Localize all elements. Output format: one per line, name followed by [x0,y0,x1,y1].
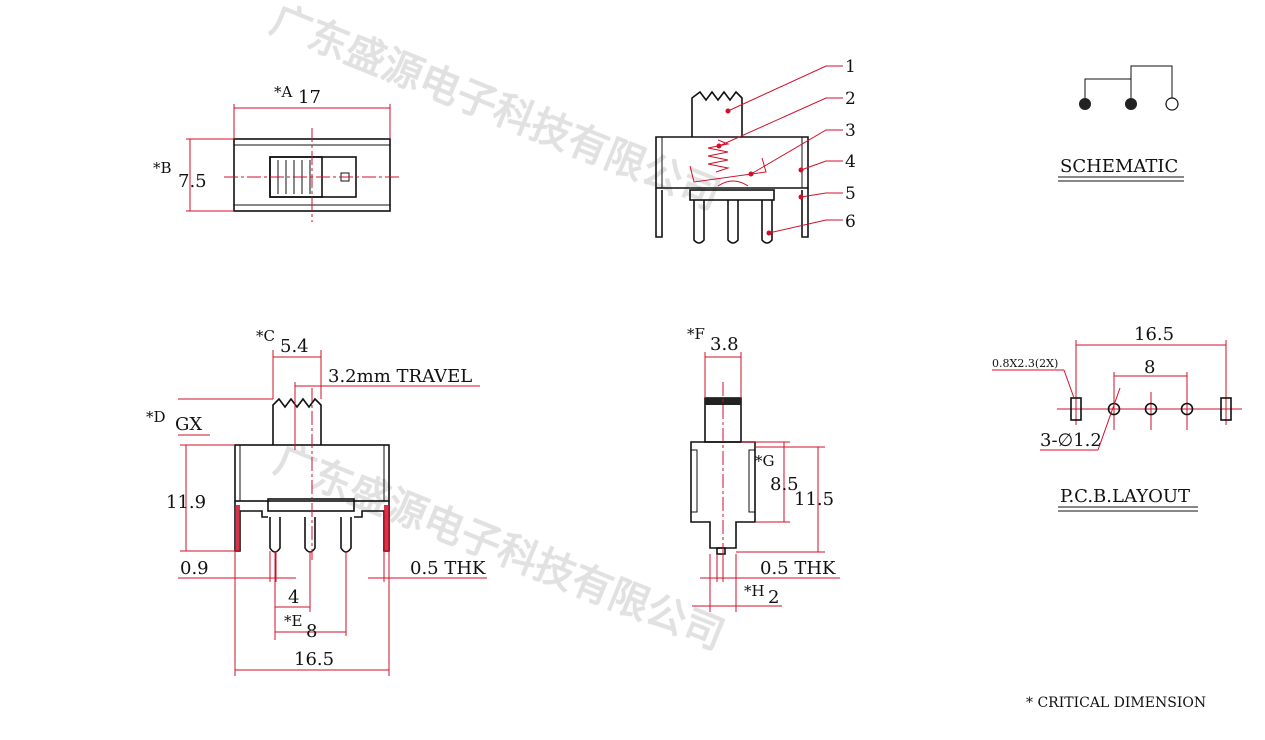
terminal-dot [1125,98,1137,110]
dim-g-label: *G [755,452,774,470]
pcb-slot [1070,397,1082,421]
dim-a-value: 17 [298,87,321,108]
dim-f-value: 3.8 [710,334,739,355]
dim-d-label: *D [146,408,166,426]
dim-h-value: 2 [768,587,779,608]
dim-width: 16.5 [294,649,334,670]
dim-thk: 0.5 THK [410,558,486,579]
end-view-housing [690,441,756,549]
callout-4: 4 [845,152,856,172]
dim-e-value: 8 [306,621,317,642]
travel-label: 3.2mm TRAVEL [328,366,472,387]
schematic: SCHEMATIC [1058,65,1184,182]
dim-end-thk: 0.5 THK [760,558,836,579]
pcb-holes: 3-∅1.2 [1040,430,1102,451]
side-view-knob [691,90,743,137]
callout-1: 1 [845,57,856,77]
pcb-slot-size: 0.8X2.3(2X) [992,357,1058,370]
watermark-bottom: 广东盛源电子科技有限公司 [268,437,730,659]
dim-e-label: *E [284,612,302,630]
dim-height: 11.9 [166,492,206,513]
critical-dimension-note: * CRITICAL DIMENSION [1026,695,1206,711]
pcb-title: P.C.B.LAYOUT [1060,486,1190,507]
dim-d-value: GX [175,414,202,435]
end-view: *F 3.8 *G 8.5 11.5 0.5 THK *H 2 [687,325,840,612]
pcb-span: 16.5 [1134,324,1174,345]
watermark-top: 广东盛源电子科技有限公司 [264,0,726,219]
dim-b-value: 7.5 [178,171,207,192]
dim-pin-width: 0.9 [180,558,209,579]
terminal-dot [1079,98,1091,110]
callout-5: 5 [845,184,856,204]
top-view: *A 17 *B 7.5 [153,83,402,222]
dim-h-label: *H [744,582,765,600]
pcb-slot [1220,397,1232,421]
dim-h-total: 11.5 [794,489,834,510]
callout-3: 3 [845,121,856,141]
dim-c-value: 5.4 [280,336,309,357]
pcb-hole [1144,402,1158,416]
pcb-pitch: 8 [1144,357,1155,378]
dim-f-label: *F [687,325,705,343]
pcb-layout: 16.5 8 0.8X2.3(2X) 3-∅1.2 P.C.B.LAYOUT [992,324,1242,512]
front-view-knob [272,397,322,445]
pcb-hole [1180,402,1194,416]
side-view: 1 2 3 4 5 6 [655,57,856,244]
callout-6: 6 [845,212,856,232]
dim-pin-pitch: 4 [288,587,299,608]
dim-b-label: *B [153,159,172,177]
dim-a-label: *A [274,83,293,101]
terminal-dot [1165,97,1179,111]
watermark: 广东盛源电子科技有限公司 广东盛源电子科技有限公司 [264,0,730,659]
schematic-title: SCHEMATIC [1060,156,1178,177]
dim-c-label: *C [256,327,275,345]
callout-2: 2 [845,89,856,109]
side-view-contact [689,157,767,183]
front-view: *C 5.4 3.2mm TRAVEL *D GX 11.9 0.9 0.5 T… [146,327,487,676]
dim-g-value: 8.5 [770,474,799,495]
